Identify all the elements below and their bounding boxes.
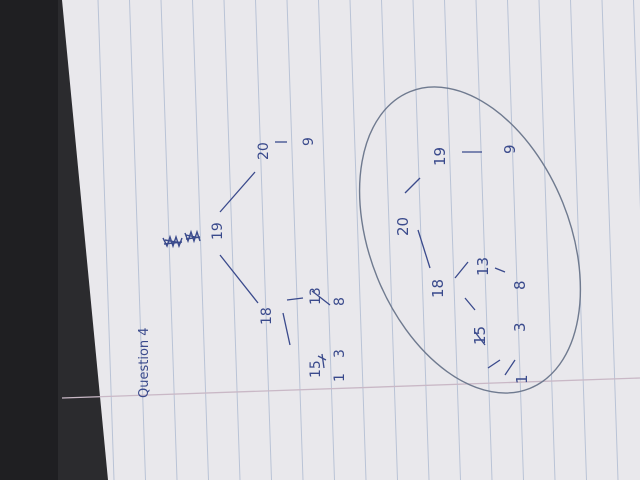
notebook-cover-edge (0, 0, 58, 480)
after-node-20: 20 (394, 217, 412, 236)
tree-after: 20 19 9 18 13 8 15 3 1 (358, 86, 582, 394)
question-heading: Question 4 (137, 327, 152, 398)
ruled-line (192, 0, 209, 480)
after-node-9: 9 (501, 144, 519, 154)
node-20: 20 (256, 142, 272, 160)
ruled-line (507, 0, 524, 480)
node-1: 1 (332, 373, 348, 382)
ruled-line (633, 0, 640, 211)
ruled-line (223, 0, 241, 480)
ruled-line (601, 0, 619, 480)
after-node-19: 19 (431, 147, 449, 166)
ruled-line (255, 0, 272, 480)
after-node-8: 8 (511, 280, 529, 290)
node-15: 15 (308, 360, 324, 378)
circle-outline (358, 86, 582, 394)
ruled-line (444, 0, 461, 480)
after-node-13: 13 (474, 257, 492, 276)
after-node-18: 18 (429, 279, 447, 298)
ruled-line (97, 0, 115, 480)
ruled-line (381, 0, 398, 480)
paper-sheet (62, 0, 640, 480)
ruled-line (538, 0, 556, 480)
node-3: 3 (332, 349, 348, 358)
ruled-line (475, 0, 493, 480)
after-node-3: 3 (511, 322, 529, 332)
node-18: 18 (259, 307, 275, 325)
tree-before: 19 20 9 18 13 8 15 3 1 (210, 137, 348, 382)
scribble-marks (162, 229, 201, 249)
after-node-15: 15 (471, 326, 489, 345)
ruled-line (349, 0, 367, 480)
ruled-line (286, 0, 304, 480)
node-13: 13 (308, 287, 324, 305)
ruled-line (129, 0, 146, 480)
node-8: 8 (332, 297, 348, 306)
after-node-1: 1 (513, 374, 531, 384)
ruled-line (570, 0, 587, 480)
node-19: 19 (210, 222, 226, 240)
node-9: 9 (301, 137, 317, 146)
ruled-line (318, 0, 335, 480)
